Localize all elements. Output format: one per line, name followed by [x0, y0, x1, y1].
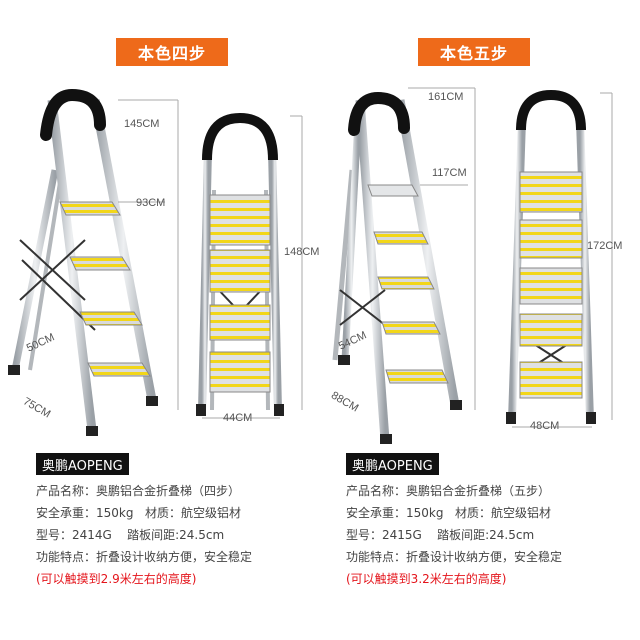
brand-badge-four-step: 奥鹏AOPENG: [36, 453, 129, 475]
spec-reach: (可以触摸到2.9米左右的高度): [36, 572, 197, 586]
spec-step-gap: 踏板间距:24.5cm: [127, 528, 225, 542]
four-step-width: 44CM: [223, 412, 253, 424]
spec-model-gap: 型号：2414G 踏板间距:24.5cm: [36, 524, 252, 546]
spec-material: 材质：航空级铝材: [454, 506, 551, 520]
ladder-illustrations: [8, 87, 613, 444]
spec-name: 产品名称：奥鹏铝合金折叠梯（四步）: [36, 484, 241, 498]
spec-reach: (可以触摸到3.2米左右的高度): [346, 572, 507, 586]
brand-badge-five-step: 奥鹏AOPENG: [346, 453, 439, 475]
five-step-width: 48CM: [530, 420, 560, 432]
spec-model: 型号：2414G: [36, 528, 112, 542]
spec-name: 产品名称：奥鹏铝合金折叠梯（五步）: [346, 484, 551, 498]
product-title-five-step: 本色五步: [418, 38, 530, 66]
four-step-side-view: [8, 88, 158, 436]
five-step-folded-height: 172CM: [587, 240, 623, 252]
spec-load: 安全承重：150kg: [36, 506, 134, 520]
four-step-front-view: [196, 112, 284, 416]
product-title-four-step: 本色四步: [116, 38, 228, 66]
spec-load-material: 安全承重：150kg 材质：航空级铝材: [346, 502, 562, 524]
spec-model-gap: 型号：2415G 踏板间距:24.5cm: [346, 524, 562, 546]
spec-material: 材质：航空级铝材: [144, 506, 241, 520]
spec-load-material: 安全承重：150kg 材质：航空级铝材: [36, 502, 252, 524]
five-step-front-view: [506, 89, 596, 424]
five-step-side-view: [332, 91, 462, 444]
four-step-folded-height: 148CM: [284, 246, 320, 258]
five-step-platform-height: 117CM: [432, 167, 467, 179]
spec-features: 功能特点：折叠设计收纳方便，安全稳定: [346, 550, 563, 564]
spec-step-gap: 踏板间距:24.5cm: [437, 528, 535, 542]
spec-model: 型号：2415G: [346, 528, 422, 542]
spec-load: 安全承重：150kg: [346, 506, 444, 520]
four-step-specs: 产品名称：奥鹏铝合金折叠梯（四步） 安全承重：150kg 材质：航空级铝材 型号…: [36, 480, 252, 590]
four-step-platform-height: 93CM: [136, 197, 166, 209]
five-step-total-height: 161CM: [428, 91, 464, 103]
four-step-total-height: 145CM: [124, 118, 160, 130]
five-step-specs: 产品名称：奥鹏铝合金折叠梯（五步） 安全承重：150kg 材质：航空级铝材 型号…: [346, 480, 562, 590]
spec-features: 功能特点：折叠设计收纳方便，安全稳定: [36, 550, 253, 564]
